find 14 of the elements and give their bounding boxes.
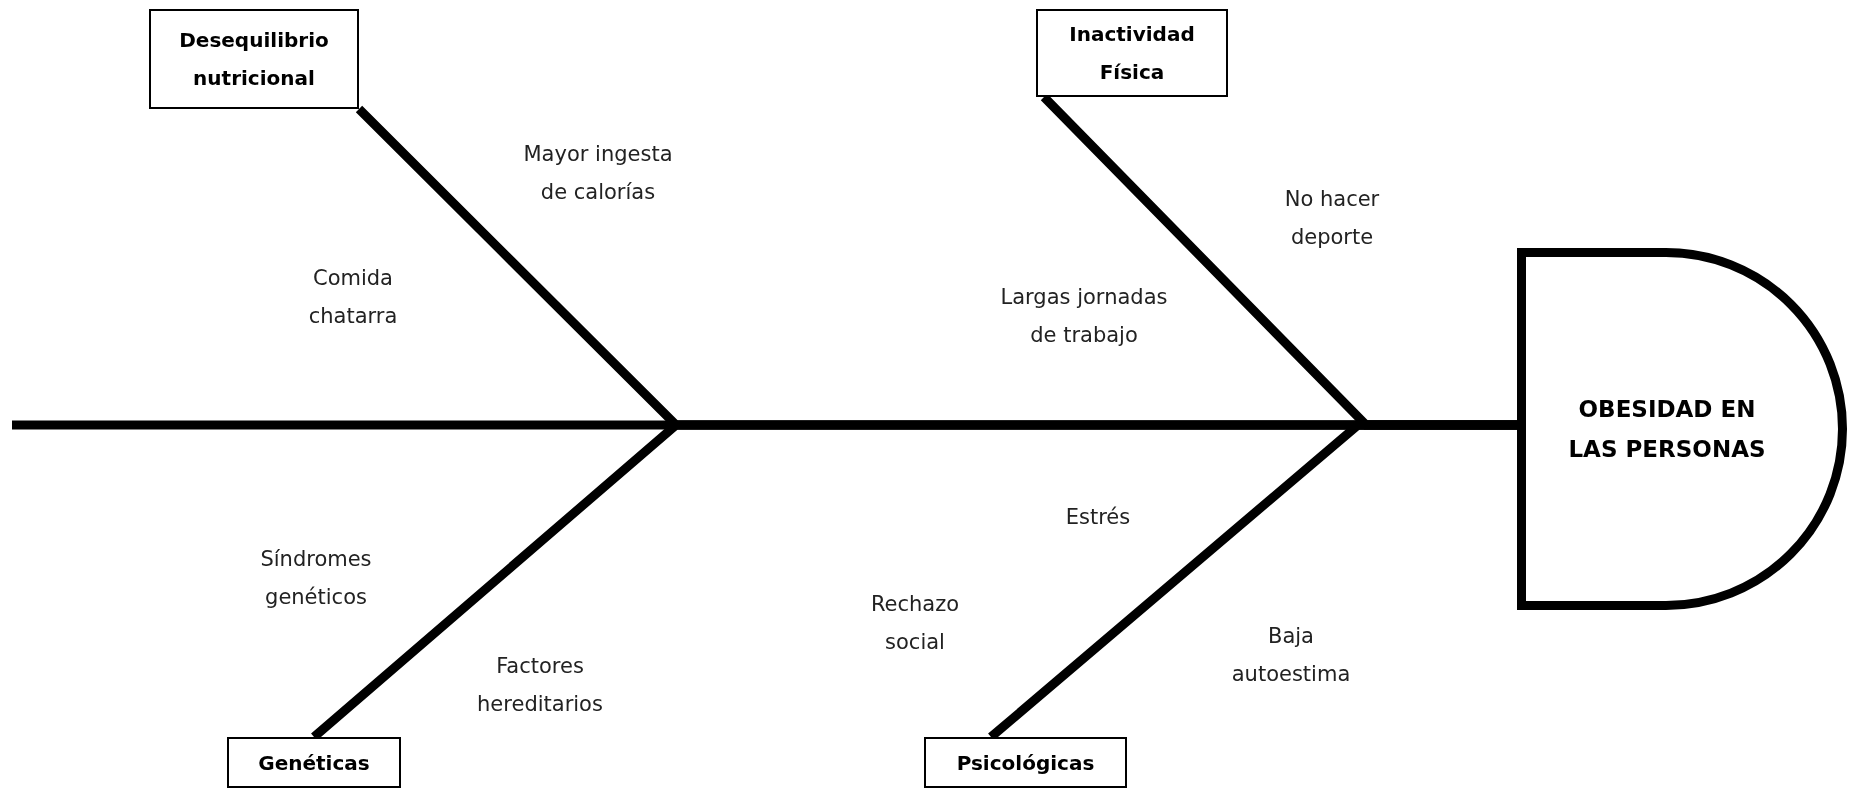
cause-box: Psicológicas [924, 737, 1127, 788]
cause-factor-text: Estrés [1064, 504, 1132, 531]
cause-factor-text: No hacer deporte [1283, 186, 1381, 251]
cause-box: Inactividad Física [1036, 9, 1228, 97]
cause-factor-text: Rechazo social [869, 591, 961, 656]
cause-factor-text: Comida chatarra [307, 265, 399, 330]
effect-text: OBESIDAD EN LAS PERSONAS [1567, 395, 1767, 464]
cause-factor-text: Largas jornadas de trabajo [999, 284, 1169, 349]
cause-box: Desequilibrio nutricional [149, 9, 359, 109]
cause-factor-text: Mayor ingesta de calorías [522, 141, 674, 206]
cause-factor-text: Síndromes genéticos [259, 546, 373, 611]
cause-factor-text: Factores hereditarios [476, 653, 604, 718]
cause-box: Genéticas [227, 737, 401, 788]
cause-factor-text: Baja autoestima [1230, 623, 1352, 688]
